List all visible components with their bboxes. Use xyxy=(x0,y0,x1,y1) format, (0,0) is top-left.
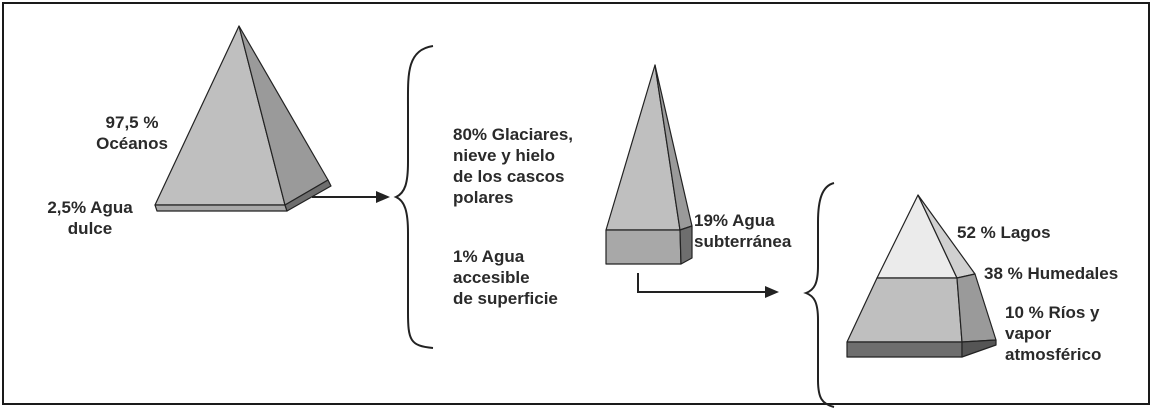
label-lakes: 52 % Lagos xyxy=(957,223,1051,242)
label-groundwater: 19% Agua subterránea xyxy=(694,211,792,251)
pyramid-wetlands-front xyxy=(846,277,963,343)
pyramid-surface-water xyxy=(846,194,997,358)
pyramid-wetlands-side xyxy=(956,273,997,343)
label-glaciers: 80% Glaciares, nieve y hielo de los casc… xyxy=(453,125,574,207)
pyramid-groundwater-band-side xyxy=(679,225,693,265)
pyramid-oceans xyxy=(154,25,332,212)
pyramid-groundwater-band-front xyxy=(605,229,682,265)
brace-surface-water xyxy=(803,182,835,408)
label-surface-water: 1% Agua accesible de superficie xyxy=(453,247,558,308)
pyramid-rivers-side xyxy=(961,339,997,358)
pyramid-rivers-front xyxy=(846,341,963,358)
pyramid-freshwater xyxy=(605,64,693,265)
label-rivers: 10 % Ríos y vapor atmosférico xyxy=(1005,303,1102,364)
brace-freshwater xyxy=(393,45,434,349)
pyramid-freshwater-base-side xyxy=(284,179,332,212)
arrow-to-freshwater xyxy=(312,191,390,203)
pyramid-freshwater-base-front xyxy=(154,204,288,212)
arrow-to-surface-water xyxy=(637,273,779,298)
label-oceans: 97,5 % Océanos xyxy=(96,113,168,153)
label-wetlands: 38 % Humedales xyxy=(984,264,1119,283)
label-freshwater: 2,5% Agua dulce xyxy=(47,198,133,238)
